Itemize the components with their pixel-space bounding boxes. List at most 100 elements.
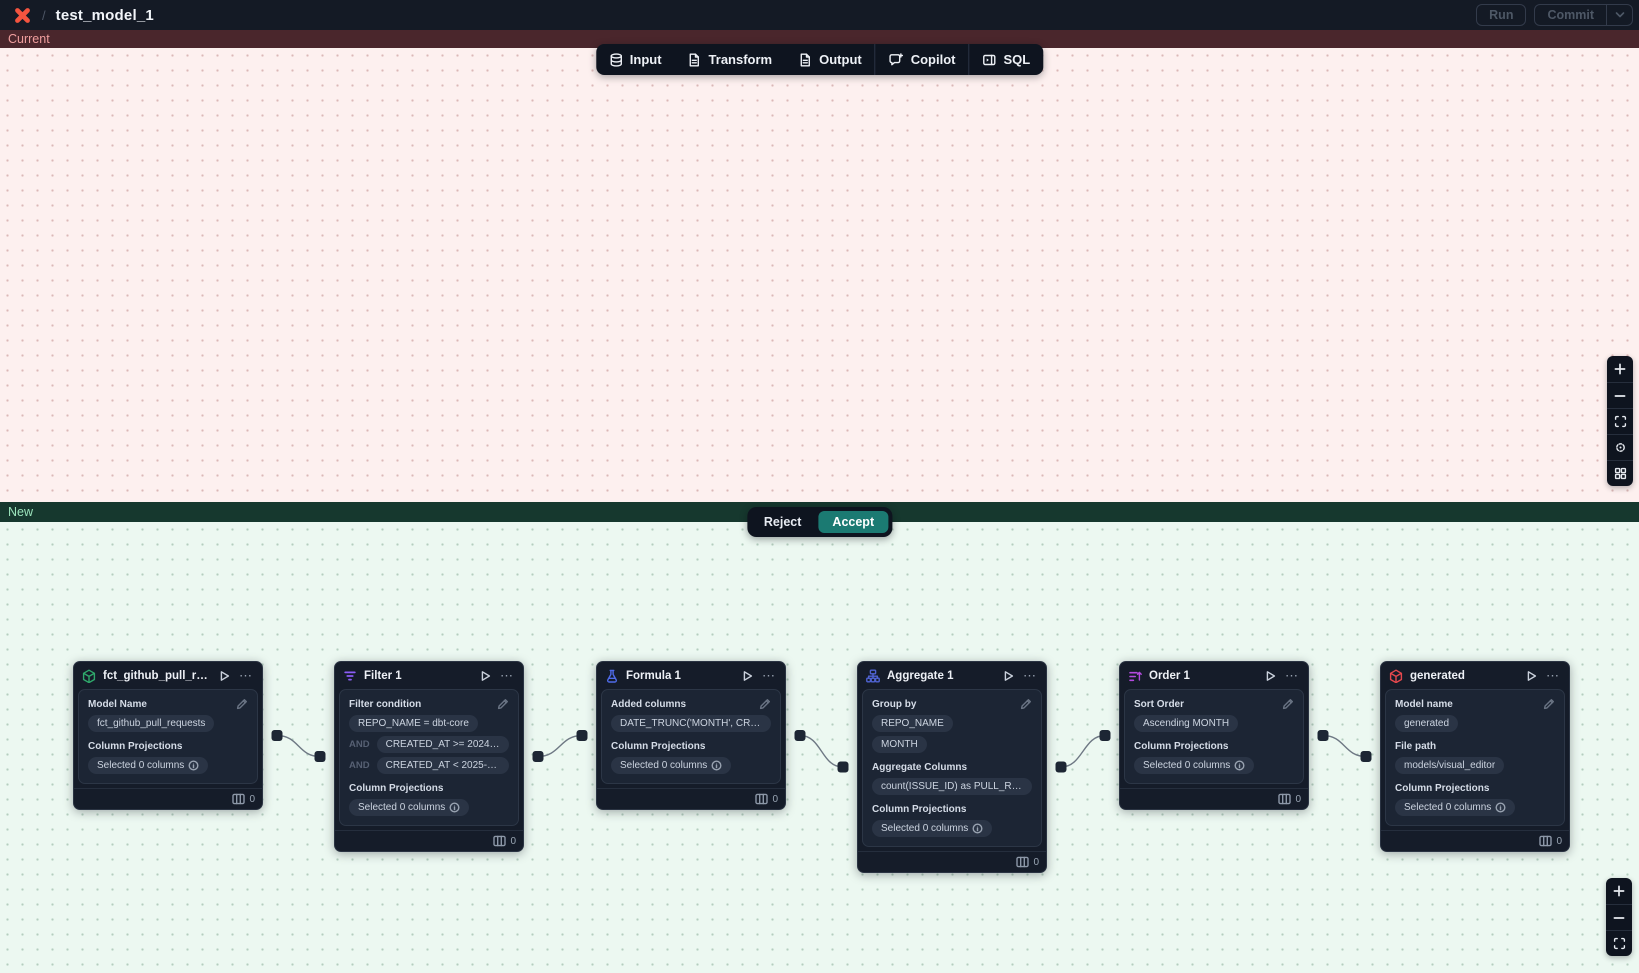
row-count: 0 — [1556, 836, 1562, 847]
node-card: Added columnsDATE_TRUNC('MONTH', CREATED… — [601, 689, 781, 784]
info-icon[interactable] — [711, 760, 722, 771]
connection-handle[interactable] — [1100, 730, 1111, 741]
edit-pencil-icon[interactable] — [236, 698, 248, 710]
node-header: fct_github_pull_requests ⋯ — [74, 662, 262, 689]
edit-pencil-icon[interactable] — [1282, 698, 1294, 710]
more-options-icon[interactable]: ⋯ — [1545, 669, 1561, 682]
section-label: Model name — [1395, 699, 1453, 710]
edit-pencil-icon[interactable] — [1543, 698, 1555, 710]
value-pill[interactable]: Selected 0 columns — [611, 757, 731, 774]
toolbar-sql-button[interactable]: SQL — [969, 44, 1043, 75]
connection-handle[interactable] — [533, 751, 544, 762]
node-filter-1[interactable]: Filter 1 ⋯ Filter conditionREPO_NAME = d… — [334, 661, 524, 852]
connection-handle[interactable] — [795, 730, 806, 741]
fit-view-button[interactable] — [1606, 930, 1632, 956]
node-footer: 0 — [1381, 830, 1569, 851]
value-pill[interactable]: count(ISSUE_ID) as PULL_REQUEST_… — [872, 778, 1032, 795]
edge — [277, 736, 320, 757]
table-columns-icon — [493, 835, 506, 847]
info-icon[interactable] — [449, 802, 460, 813]
row-count: 0 — [1295, 794, 1301, 805]
section-label: Sort Order — [1134, 699, 1184, 710]
value-pill[interactable]: DATE_TRUNC('MONTH', CREATED_AT… — [611, 715, 771, 732]
node-order-1[interactable]: Order 1 ⋯ Sort OrderAscending MONTH Colu… — [1119, 661, 1309, 810]
zoom-out-button[interactable] — [1606, 904, 1632, 930]
layout-grid-icon — [1614, 467, 1627, 480]
value-pill[interactable]: Selected 0 columns — [1134, 757, 1254, 774]
value-pill[interactable]: fct_github_pull_requests — [88, 715, 214, 732]
zoom-in-button[interactable] — [1607, 356, 1633, 382]
connection-handle[interactable] — [1361, 751, 1372, 762]
info-icon[interactable] — [1495, 802, 1506, 813]
section-label: Aggregate Columns — [872, 762, 967, 773]
dbt-logo-icon[interactable] — [12, 5, 32, 25]
connection-handle[interactable] — [577, 730, 588, 741]
edit-pencil-icon[interactable] — [759, 698, 771, 710]
play-icon[interactable] — [480, 670, 492, 682]
node-formula-1[interactable]: Formula 1 ⋯ Added columnsDATE_TRUNC('MON… — [596, 661, 786, 810]
current-canvas[interactable]: InputTransformOutputCopilotSQL — [0, 48, 1639, 502]
connection-handle[interactable] — [838, 762, 849, 773]
layout-grid-button[interactable] — [1607, 460, 1633, 486]
reject-button[interactable]: Reject — [751, 511, 815, 533]
value-pill[interactable]: Selected 0 columns — [349, 799, 469, 816]
section-label: Column Projections — [1395, 783, 1489, 794]
more-options-icon[interactable]: ⋯ — [761, 669, 777, 682]
value-pill[interactable]: REPO_NAME — [872, 715, 953, 732]
node-footer: 0 — [858, 851, 1046, 872]
more-options-icon[interactable]: ⋯ — [1022, 669, 1038, 682]
edit-pencil-icon[interactable] — [1020, 698, 1032, 710]
value-pill[interactable]: CREATED_AT >= 2024-12-01 — [377, 736, 509, 753]
section-label: Column Projections — [1134, 741, 1228, 752]
node-generated[interactable]: generated ⋯ Model namegenerated File pat… — [1380, 661, 1570, 852]
value-pill[interactable]: generated — [1395, 715, 1458, 732]
zoom-in-button[interactable] — [1606, 878, 1632, 904]
connection-handle[interactable] — [1318, 730, 1329, 741]
chevron-down-icon[interactable] — [1606, 5, 1632, 25]
connection-handle[interactable] — [315, 751, 326, 762]
play-icon[interactable] — [742, 670, 754, 682]
connection-handle[interactable] — [1056, 762, 1067, 773]
more-options-icon[interactable]: ⋯ — [238, 669, 254, 682]
play-icon[interactable] — [1265, 670, 1277, 682]
value-pill[interactable]: Selected 0 columns — [88, 757, 208, 774]
locate-button[interactable] — [1607, 434, 1633, 460]
toolbar-input-button[interactable]: Input — [596, 44, 675, 75]
info-icon[interactable] — [188, 760, 199, 771]
info-icon[interactable] — [972, 823, 983, 834]
value-row: ANDCREATED_AT < 2025-03-01 — [349, 757, 509, 774]
info-icon[interactable] — [1234, 760, 1245, 771]
toolbar-output-button[interactable]: Output — [785, 44, 875, 75]
value-pill[interactable]: models/visual_editor — [1395, 757, 1504, 774]
node-fct-github-pull-requests[interactable]: fct_github_pull_requests ⋯ Model Namefct… — [73, 661, 263, 810]
value-row: DATE_TRUNC('MONTH', CREATED_AT… — [611, 715, 771, 732]
run-button[interactable]: Run — [1476, 4, 1526, 26]
play-icon[interactable] — [1003, 670, 1015, 682]
fit-view-button[interactable] — [1607, 408, 1633, 434]
value-row: MONTH — [872, 736, 1032, 753]
value-pill[interactable]: MONTH — [872, 736, 927, 753]
value-pill[interactable]: REPO_NAME = dbt-core — [349, 715, 478, 732]
value-pill[interactable]: CREATED_AT < 2025-03-01 — [377, 757, 509, 774]
value-pill[interactable]: Ascending MONTH — [1134, 715, 1238, 732]
accept-button[interactable]: Accept — [818, 511, 888, 533]
more-options-icon[interactable]: ⋯ — [499, 669, 515, 682]
value-pill[interactable]: Selected 0 columns — [1395, 799, 1515, 816]
file-icon — [798, 53, 812, 67]
play-icon[interactable] — [219, 670, 231, 682]
node-aggregate-1[interactable]: Aggregate 1 ⋯ Group byREPO_NAMEMONTH Agg… — [857, 661, 1047, 873]
zoom-out-button[interactable] — [1607, 382, 1633, 408]
value-pill[interactable]: Selected 0 columns — [872, 820, 992, 837]
more-options-icon[interactable]: ⋯ — [1284, 669, 1300, 682]
commit-button[interactable]: Commit — [1535, 5, 1606, 25]
play-icon[interactable] — [1526, 670, 1538, 682]
toolbar-copilot-button[interactable]: Copilot — [876, 44, 969, 75]
new-canvas[interactable]: Reject Accept fct_github_pull_requests ⋯… — [0, 522, 1639, 973]
connection-handle[interactable] — [272, 730, 283, 741]
toolbar-transform-button[interactable]: Transform — [675, 44, 786, 75]
fit-view-icon — [1613, 937, 1626, 950]
page-title: test_model_1 — [56, 7, 154, 24]
edit-pencil-icon[interactable] — [497, 698, 509, 710]
node-header: Formula 1 ⋯ — [597, 662, 785, 689]
node-card: Filter conditionREPO_NAME = dbt-coreANDC… — [339, 689, 519, 826]
